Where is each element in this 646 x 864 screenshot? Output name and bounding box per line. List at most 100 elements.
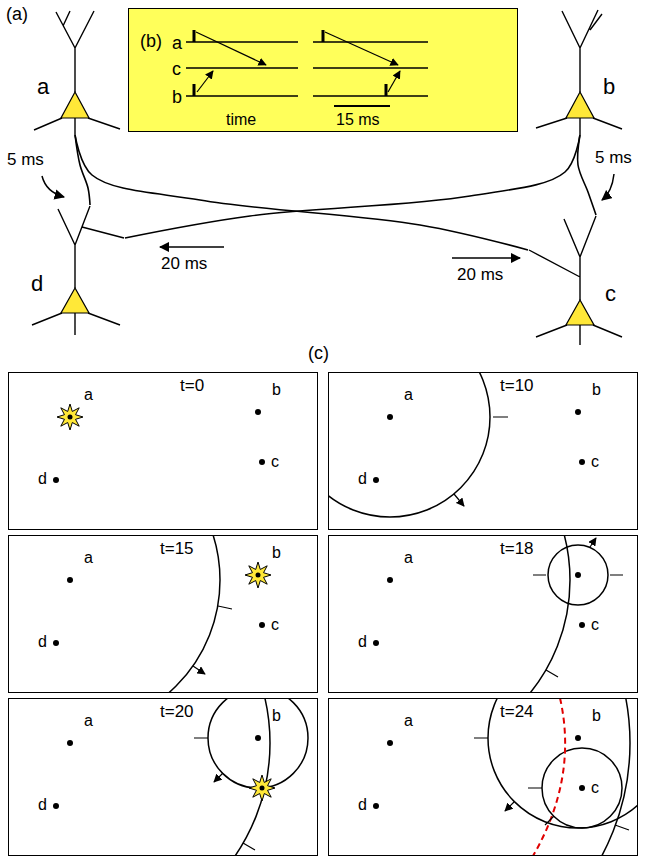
wave-frame-art xyxy=(387,740,393,746)
wave-frame-art xyxy=(8,535,271,693)
wave-frame-art xyxy=(328,535,623,693)
neuron-outline xyxy=(528,8,626,135)
soma-triangle xyxy=(566,92,594,118)
timing-panel-art xyxy=(128,8,518,132)
timing-panel-art xyxy=(186,42,428,96)
timing-panel-art xyxy=(197,71,213,92)
wave-frame-art xyxy=(328,698,630,856)
wave-frame-art xyxy=(533,538,623,677)
point-label: a xyxy=(171,33,183,54)
soma-triangle xyxy=(566,300,594,325)
panel-label: (c) xyxy=(308,343,329,364)
point-label: c xyxy=(171,59,182,80)
wave-frame-art xyxy=(8,698,308,856)
wave-frame-art xyxy=(256,573,261,578)
wave-frame-art xyxy=(328,372,490,517)
wave-frame-art xyxy=(488,698,638,828)
dendrite xyxy=(32,206,124,335)
wave-frame-art xyxy=(575,572,581,578)
wave-frame-art xyxy=(194,738,255,850)
timing-panel-art xyxy=(388,71,400,92)
wave-frame-art xyxy=(373,803,379,809)
point-label: c xyxy=(590,616,600,634)
point-label: b xyxy=(591,707,602,725)
wave-frame-art xyxy=(328,372,585,517)
neuron-label: a xyxy=(36,74,50,99)
wave-frame-art xyxy=(259,459,265,465)
neuron-label: d xyxy=(30,271,44,296)
dendrite xyxy=(536,10,622,135)
wave-frame-art xyxy=(53,803,59,809)
wave-frame: t=10abdc xyxy=(328,372,638,530)
wave-frame-art xyxy=(575,409,581,415)
point-label: a xyxy=(83,386,94,404)
wave-frame-art xyxy=(67,740,73,746)
point-label: d xyxy=(37,633,48,651)
neuron-cell: b xyxy=(528,8,626,135)
wave-frame-art xyxy=(68,415,73,420)
panel-heading: t=20 xyxy=(159,702,195,722)
point-label: a xyxy=(403,549,414,567)
axon-connectors xyxy=(75,135,596,250)
wave-frame-art xyxy=(575,735,581,741)
panel-heading: t=10 xyxy=(499,376,535,396)
wave-frame: t=20adb xyxy=(8,698,318,856)
wave-frame-art xyxy=(193,606,232,674)
wave-frame-art xyxy=(579,459,585,465)
point-label: 15 ms xyxy=(335,111,381,129)
wave-frame: t=15abdc xyxy=(8,535,318,693)
wave-frame-art xyxy=(373,477,379,483)
wave-frame-art xyxy=(260,786,265,791)
wave-frame-art xyxy=(387,414,393,420)
delay-label: 5 ms xyxy=(6,150,45,170)
point-label: a xyxy=(403,386,414,404)
point-label: d xyxy=(37,796,48,814)
wave-frame-art xyxy=(57,404,83,430)
delay-arrow xyxy=(42,176,64,197)
neuron-outline xyxy=(20,205,125,335)
wave-frame-art xyxy=(387,577,393,583)
point-label: b xyxy=(271,544,282,562)
wave-frame-art xyxy=(249,775,275,801)
panel-heading: (b) xyxy=(139,31,163,52)
timing-panel-art xyxy=(325,32,398,65)
delay-label: 20 ms xyxy=(456,265,504,285)
delay-arrow xyxy=(602,174,614,200)
wave-frame-art xyxy=(548,545,608,605)
point-label: c xyxy=(590,453,600,471)
delay-label: 20 ms xyxy=(160,254,208,274)
wave-frame-art xyxy=(53,640,59,646)
coincidence-curve xyxy=(533,698,565,856)
neuron-cell: d xyxy=(20,205,125,335)
neuron-cell: c xyxy=(528,215,626,345)
wave-frame-art xyxy=(255,409,261,415)
wave-frame-art xyxy=(53,404,265,483)
panel-heading: t=18 xyxy=(499,539,535,559)
axon-connector xyxy=(578,135,596,215)
point-label: b xyxy=(591,381,602,399)
timing-panel-art xyxy=(128,8,518,132)
axon-connector xyxy=(75,135,528,250)
axon-connector xyxy=(125,135,580,238)
wave-frame-art xyxy=(373,640,379,646)
wave-frame-art xyxy=(579,785,585,791)
wave-frame-art xyxy=(255,735,261,741)
wave-frame-art xyxy=(454,417,508,506)
timing-panel-art xyxy=(196,32,266,65)
timing-panel-art xyxy=(334,105,390,107)
soma-triangle xyxy=(61,92,89,118)
wave-frame: t=0abdc xyxy=(8,372,318,530)
wave-frame-art xyxy=(53,477,59,483)
neuron-label: b xyxy=(602,74,616,99)
wave-frame-art xyxy=(259,622,265,628)
neuron-cell: a xyxy=(30,8,125,135)
wave-frame: t=18adc xyxy=(328,535,638,693)
wave-frame-art xyxy=(208,698,308,788)
neuron-outline xyxy=(528,215,626,345)
point-label: a xyxy=(83,712,94,730)
point-label: a xyxy=(83,549,94,567)
point-label: b xyxy=(171,87,183,108)
point-label: c xyxy=(590,779,600,797)
